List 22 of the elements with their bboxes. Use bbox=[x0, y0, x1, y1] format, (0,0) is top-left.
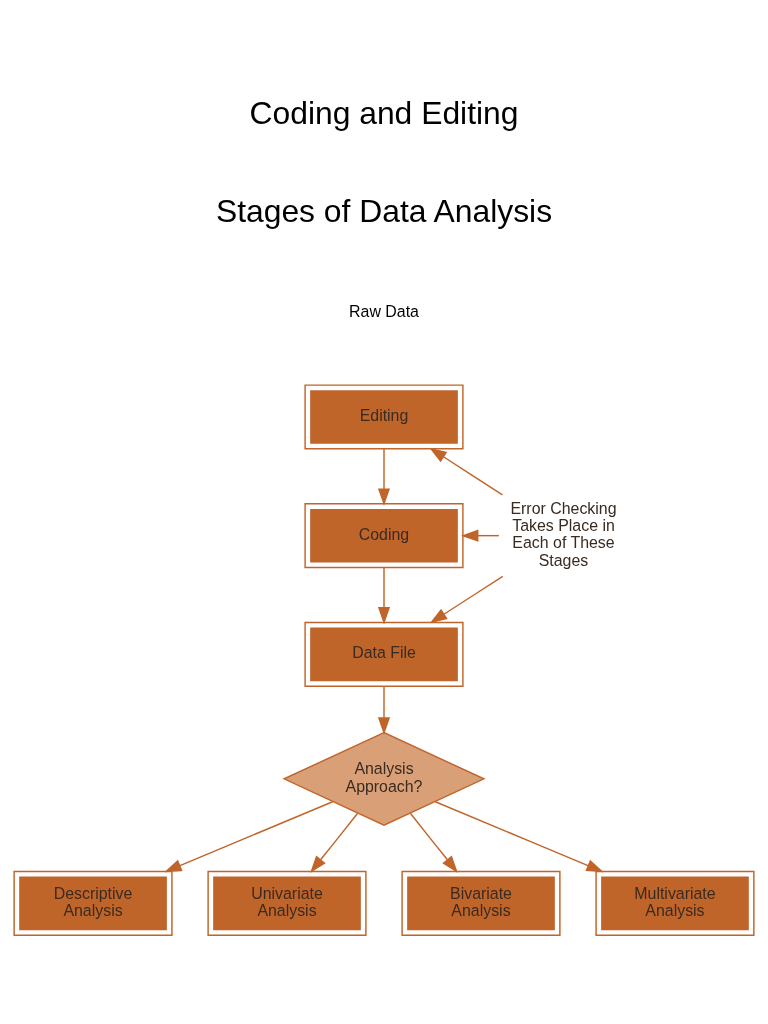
node-box: Coding bbox=[304, 502, 464, 568]
node-box: Editing bbox=[304, 383, 464, 450]
arrow bbox=[434, 800, 604, 872]
arrow bbox=[409, 812, 458, 873]
arrow bbox=[377, 566, 391, 624]
label: Coding and Editing bbox=[249, 94, 519, 131]
node-box: Bivariate Analysis bbox=[401, 870, 561, 936]
arrow bbox=[429, 575, 504, 623]
node-box: Multivariate Analysis bbox=[595, 870, 755, 936]
node-text: Error Checking Takes Place in Each of These Stages bbox=[510, 499, 617, 569]
arrow bbox=[310, 812, 359, 873]
arrow bbox=[429, 447, 504, 496]
label: Raw Data bbox=[349, 302, 419, 320]
node-box: Descriptive Analysis bbox=[13, 870, 173, 936]
arrow bbox=[164, 800, 334, 872]
node-box: Univariate Analysis bbox=[207, 870, 367, 936]
label: Stages of Data Analysis bbox=[215, 192, 553, 229]
arrow bbox=[377, 685, 391, 735]
arrow bbox=[377, 447, 391, 506]
node-box: Data File bbox=[304, 621, 464, 687]
node-diamond: Analysis Approach? bbox=[282, 731, 486, 826]
arrow bbox=[461, 529, 500, 542]
